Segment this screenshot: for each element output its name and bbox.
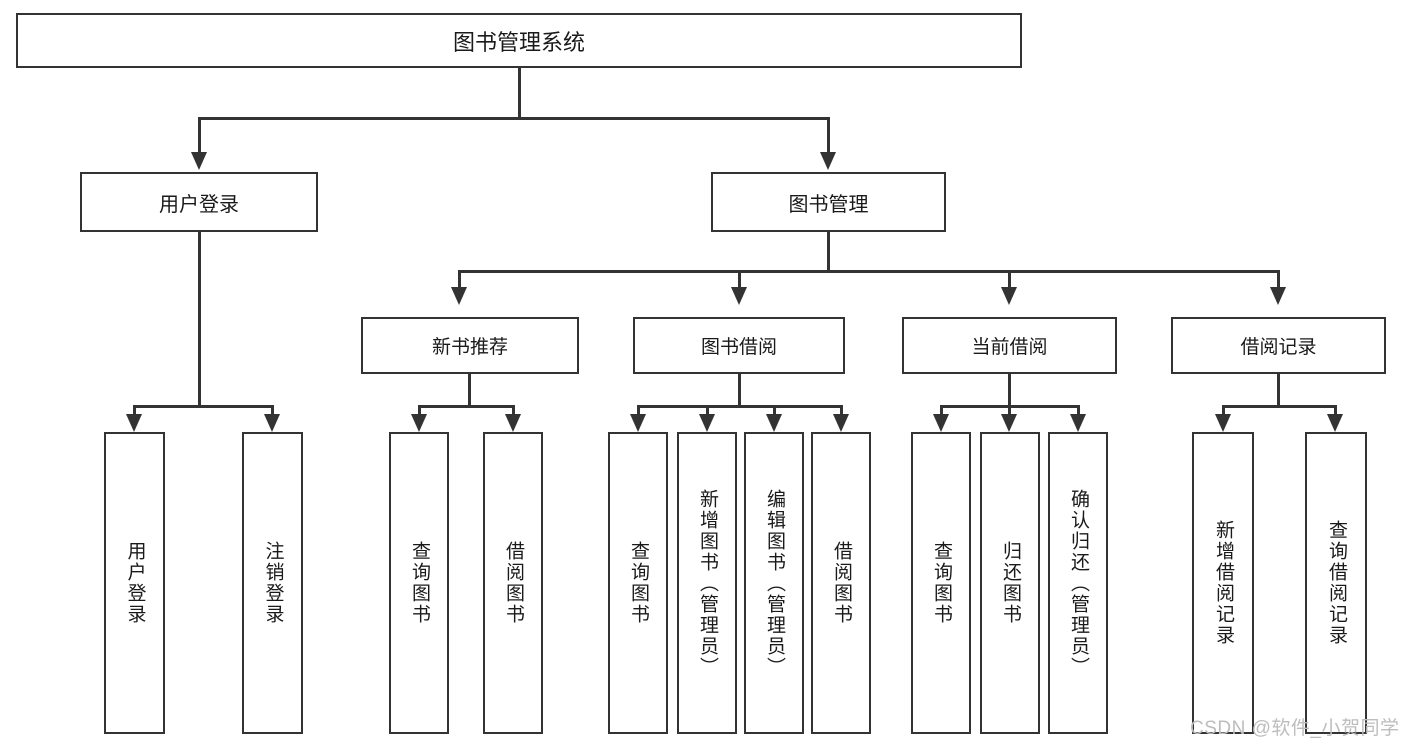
- connector-book-manage-stem: [827, 232, 830, 271]
- node-book-borrow[interactable]: 图书借阅: [633, 317, 845, 374]
- arrowhead-to-current-borrow: [1001, 287, 1017, 305]
- arrowhead-to-leaf-edit-book: [766, 414, 782, 432]
- connector-to-leaf-add-book: [706, 405, 709, 417]
- arrowhead-to-leaf-query-record: [1327, 414, 1343, 432]
- arrowhead-to-leaf-borrow-book-1: [505, 414, 521, 432]
- leaf-label: 归还图书: [999, 541, 1021, 625]
- node-book-management[interactable]: 图书管理: [711, 172, 946, 232]
- connector-to-current-borrow: [1008, 270, 1011, 290]
- leaf-edit-book-admin[interactable]: 编辑图书（管理员）: [744, 432, 804, 734]
- connector-to-leaf-edit-book: [773, 405, 776, 417]
- leaf-label: 确认归还（管理员）: [1067, 488, 1089, 678]
- leaf-label: 编辑图书（管理员）: [763, 488, 785, 678]
- node-label: 用户登录: [159, 193, 239, 216]
- connector-to-leaf-logout: [271, 405, 274, 417]
- arrowhead-to-user-login: [191, 152, 207, 170]
- connector-to-leaf-user-login: [133, 405, 136, 417]
- arrowhead-to-leaf-return-book: [1001, 414, 1017, 432]
- leaf-borrow-book[interactable]: 借阅图书: [811, 432, 871, 734]
- connector-to-leaf-borrow-book-2: [840, 405, 843, 417]
- connector-to-borrow-record: [1277, 270, 1280, 290]
- leaf-label: 新增借阅记录: [1212, 520, 1234, 646]
- arrowhead-to-leaf-logout: [264, 414, 280, 432]
- connector-to-leaf-add-record: [1222, 405, 1225, 417]
- arrowhead-to-leaf-query-book-3: [933, 414, 949, 432]
- leaf-query-book-recommend[interactable]: 查询图书: [389, 432, 449, 734]
- leaf-label: 注销登录: [262, 541, 284, 625]
- node-current-borrow[interactable]: 当前借阅: [902, 317, 1117, 374]
- leaf-return-book[interactable]: 归还图书: [980, 432, 1040, 734]
- connector-user-login-stem: [198, 232, 201, 405]
- arrowhead-to-leaf-add-record: [1215, 414, 1231, 432]
- arrowhead-to-book-borrow: [731, 287, 747, 305]
- leaf-label: 查询图书: [930, 541, 952, 625]
- leaf-label: 查询借阅记录: [1325, 520, 1347, 646]
- connector-user-login-bus: [133, 405, 272, 408]
- connector-level3-bus: [458, 270, 1280, 273]
- node-label: 图书借阅: [700, 337, 777, 358]
- connector-borrow-record-stem: [1277, 374, 1280, 405]
- connector-book-borrow-bus: [637, 405, 843, 408]
- leaf-query-borrow-record[interactable]: 查询借阅记录: [1305, 432, 1367, 734]
- arrowhead-to-leaf-confirm-return: [1070, 414, 1086, 432]
- arrowhead-to-leaf-borrow-book-2: [833, 414, 849, 432]
- leaf-add-borrow-record[interactable]: 新增借阅记录: [1192, 432, 1254, 734]
- leaf-borrow-book-recommend[interactable]: 借阅图书: [483, 432, 543, 734]
- node-label: 图书管理: [788, 193, 869, 216]
- connector-new-book-bus: [418, 405, 514, 408]
- arrowhead-to-borrow-record: [1270, 287, 1286, 305]
- arrowhead-to-new-book: [451, 287, 467, 305]
- connector-to-user-login: [198, 117, 201, 154]
- leaf-confirm-return-admin[interactable]: 确认归还（管理员）: [1048, 432, 1108, 734]
- node-label: 借阅记录: [1240, 337, 1317, 358]
- connector-book-borrow-stem: [738, 374, 741, 405]
- connector-to-new-book: [458, 270, 461, 290]
- connector-to-leaf-query-book-2: [637, 405, 640, 417]
- connector-to-leaf-query-book-1: [418, 405, 421, 417]
- node-label: 图书管理系统: [452, 29, 585, 55]
- connector-to-book-borrow: [738, 270, 741, 290]
- connector-to-leaf-query-record: [1334, 405, 1337, 417]
- arrowhead-to-leaf-query-book-1: [411, 414, 427, 432]
- connector-to-leaf-return-book: [1008, 405, 1011, 417]
- connector-root-stem: [518, 68, 521, 117]
- leaf-label: 借阅图书: [502, 541, 524, 625]
- connector-borrow-record-bus: [1222, 405, 1337, 408]
- node-label: 新书推荐: [431, 337, 508, 358]
- leaf-label: 查询图书: [627, 541, 649, 625]
- leaf-logout[interactable]: 注销登录: [242, 432, 303, 734]
- node-root-system[interactable]: 图书管理系统: [16, 13, 1022, 68]
- arrowhead-to-book-manage: [820, 152, 836, 170]
- leaf-label: 查询图书: [408, 541, 430, 625]
- leaf-query-book-borrow[interactable]: 查询图书: [608, 432, 668, 734]
- node-borrow-record[interactable]: 借阅记录: [1171, 317, 1386, 374]
- connector-to-leaf-confirm-return: [1077, 405, 1080, 417]
- connector-level2-bus: [198, 117, 830, 120]
- connector-new-book-stem: [468, 374, 471, 405]
- leaf-label: 新增图书（管理员）: [696, 488, 718, 678]
- leaf-user-login[interactable]: 用户登录: [104, 432, 165, 734]
- watermark-text: CSDN @软件_小贺同学: [1190, 718, 1400, 739]
- arrowhead-to-leaf-add-book: [699, 414, 715, 432]
- connector-to-leaf-query-book-3: [940, 405, 943, 417]
- arrowhead-to-leaf-user-login: [126, 414, 142, 432]
- node-user-login[interactable]: 用户登录: [80, 172, 318, 232]
- node-label: 当前借阅: [971, 337, 1048, 358]
- leaf-label: 借阅图书: [830, 541, 852, 625]
- arrowhead-to-leaf-query-book-2: [630, 414, 646, 432]
- connector-to-leaf-borrow-book-1: [512, 405, 515, 417]
- connector-current-borrow-stem: [1008, 374, 1011, 405]
- connector-to-book-manage: [827, 117, 830, 154]
- leaf-label: 用户登录: [124, 541, 146, 625]
- leaf-query-book-current[interactable]: 查询图书: [911, 432, 971, 734]
- leaf-add-book-admin[interactable]: 新增图书（管理员）: [677, 432, 737, 734]
- node-new-book-recommend[interactable]: 新书推荐: [361, 317, 579, 374]
